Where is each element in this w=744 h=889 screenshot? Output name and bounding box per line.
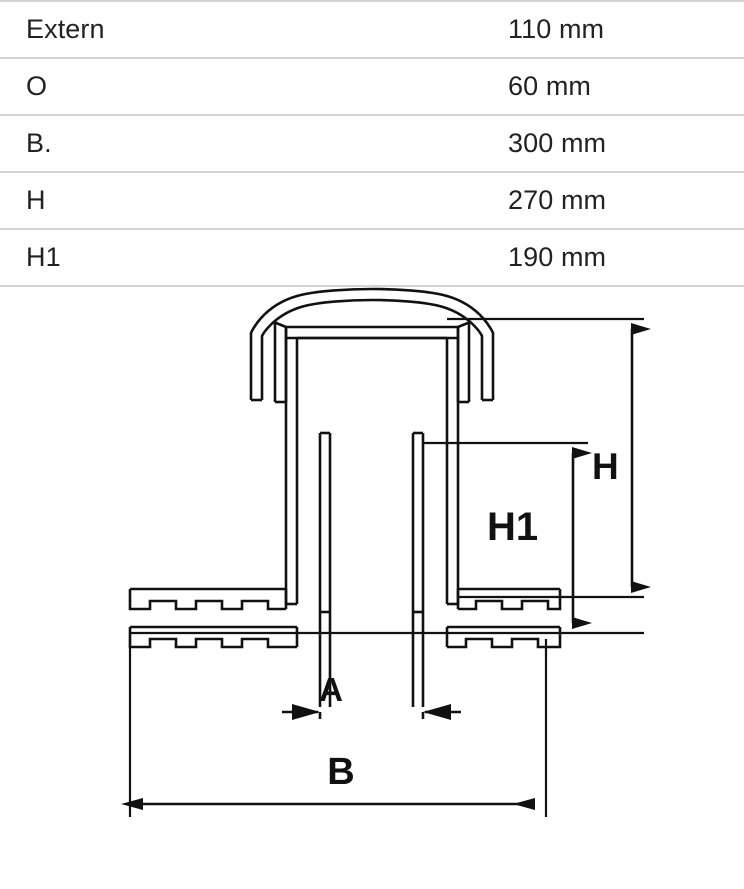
dimension-label-b: B xyxy=(327,751,354,793)
table-row: O 60 mm xyxy=(0,57,744,115)
table-row: H 270 mm xyxy=(0,171,744,229)
shoulder-plate xyxy=(284,325,460,340)
dimension-label-h: H xyxy=(592,446,619,487)
cap-collar xyxy=(273,321,471,404)
cross-section-diagram: H H1 A B xyxy=(121,287,651,817)
table-row: Extern 110 mm xyxy=(0,0,744,58)
dimension-label-h1: H1 xyxy=(487,505,538,549)
inner-tube-walls xyxy=(318,431,425,614)
spec-label: Extern xyxy=(0,0,508,58)
dimension-arrow-a xyxy=(292,704,451,720)
spec-label: H1 xyxy=(0,228,508,287)
upper-flange-left xyxy=(128,587,288,611)
specification-table: Extern 110 mm O 60 mm B. 300 mm H 270 mm… xyxy=(0,0,744,287)
drawing-geometry xyxy=(121,287,651,817)
table-row: H1 190 mm xyxy=(0,228,744,287)
lower-flange-right xyxy=(445,625,562,649)
body-outer-wall xyxy=(284,338,460,606)
dimension-label-a: A xyxy=(319,671,343,708)
spec-value: 300 mm xyxy=(508,114,744,172)
central-throat xyxy=(318,612,425,707)
upper-flange-right xyxy=(456,587,562,611)
spec-value: 270 mm xyxy=(508,171,744,229)
spec-value: 110 mm xyxy=(508,0,744,58)
spec-table-body: Extern 110 mm O 60 mm B. 300 mm H 270 mm… xyxy=(0,0,744,287)
extension-lines xyxy=(128,317,644,817)
spec-label: O xyxy=(0,57,508,115)
spec-label: H xyxy=(0,171,508,229)
spec-label: B. xyxy=(0,114,508,172)
spec-value: 190 mm xyxy=(508,228,744,287)
table-row: B. 300 mm xyxy=(0,114,744,172)
technical-drawing: H H1 A B xyxy=(0,287,744,857)
lower-flange-left xyxy=(128,625,299,649)
spec-value: 60 mm xyxy=(508,57,744,115)
